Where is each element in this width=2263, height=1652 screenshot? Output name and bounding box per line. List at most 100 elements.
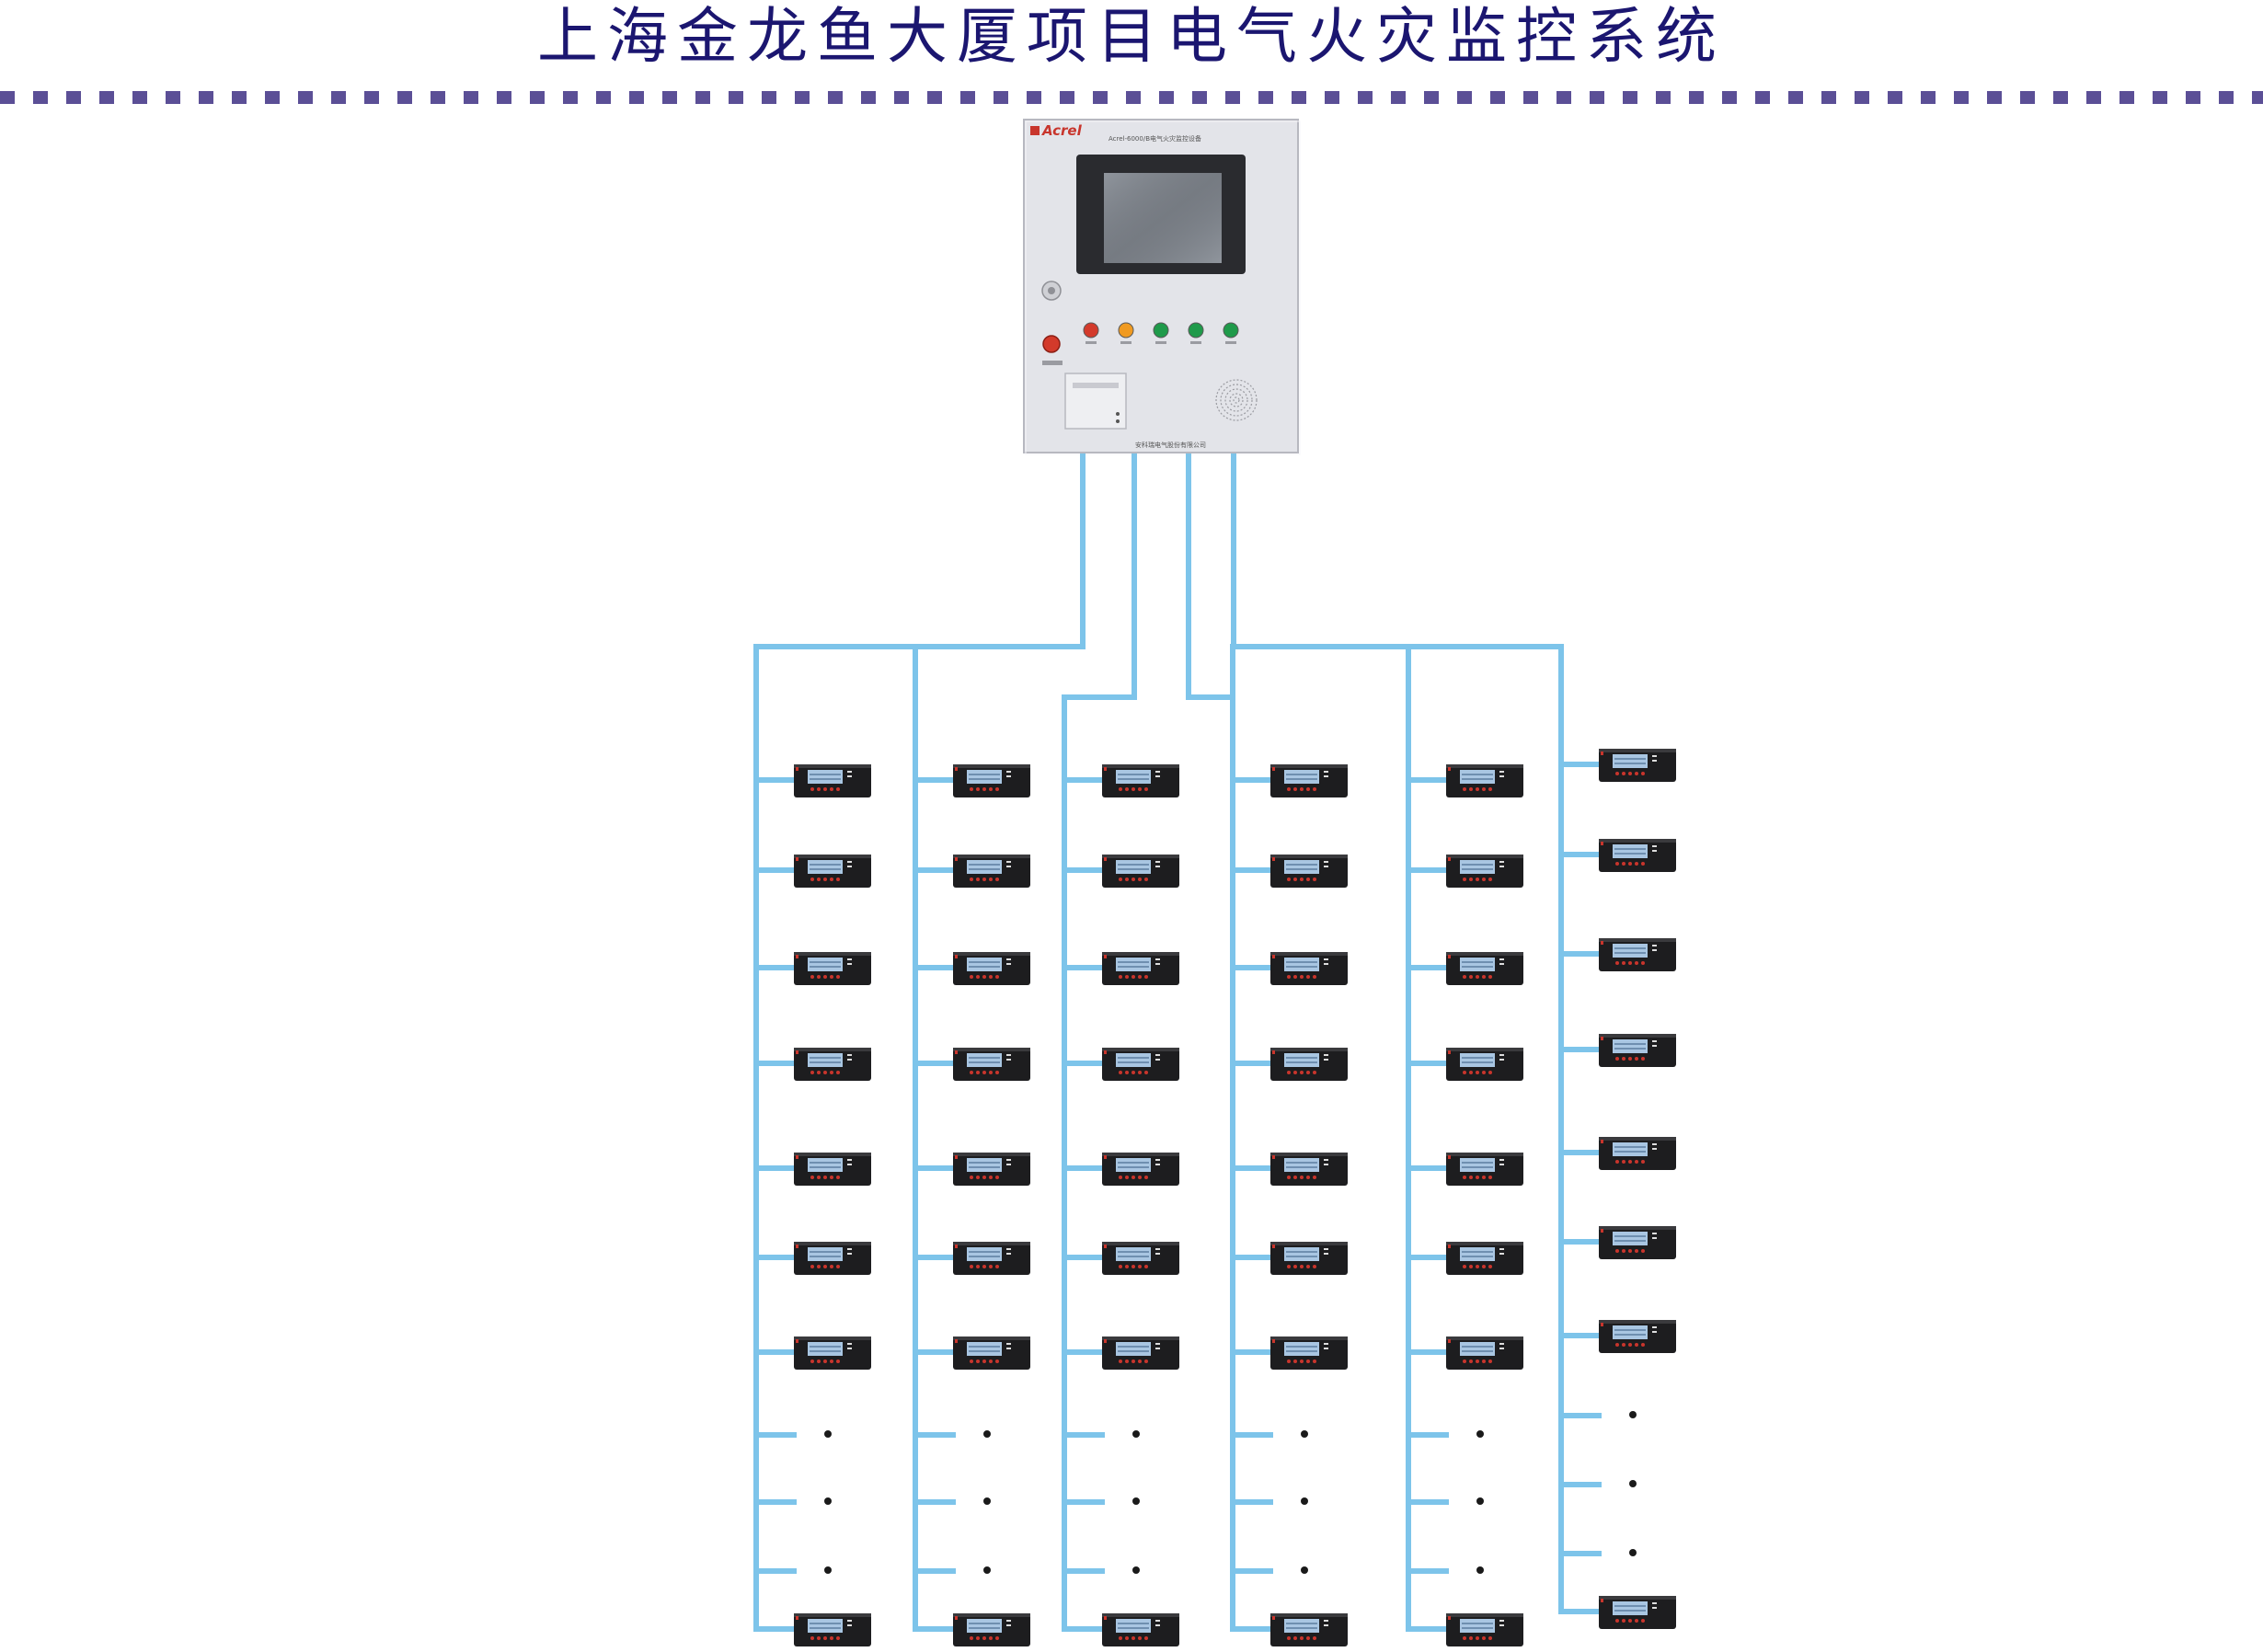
device-key-icon — [1622, 1343, 1625, 1347]
device-status — [1006, 1624, 1011, 1626]
device-accent — [796, 1050, 798, 1054]
device-key-icon — [995, 787, 999, 791]
device-key-icon — [995, 878, 999, 881]
device-status — [1006, 958, 1011, 960]
device-screen-line — [1462, 1057, 1493, 1059]
device-key-icon — [1488, 878, 1492, 881]
device-key-icon — [1300, 878, 1304, 881]
monitor-device — [953, 1613, 1030, 1646]
lamp-label-mark — [1086, 341, 1097, 344]
divider-dash — [1060, 91, 1074, 104]
device-key-icon — [1144, 1359, 1148, 1363]
device-status — [1324, 1054, 1328, 1056]
device-key-icon — [1488, 1359, 1492, 1363]
device-key-icon — [1622, 772, 1625, 775]
device-status — [1652, 845, 1657, 847]
device-key-icon — [1635, 862, 1638, 866]
touch-screen[interactable] — [1076, 155, 1246, 274]
key-switch[interactable] — [1041, 281, 1062, 301]
device-screen-line — [1462, 1256, 1493, 1257]
device-accent — [1104, 955, 1107, 958]
device-screen-line — [1118, 1061, 1149, 1063]
device-key-icon — [1476, 1636, 1479, 1640]
monitoring-host-panel[interactable]: Acrel Acrel-6000/B电气火灾监控设备 安科瑞 — [1023, 119, 1301, 455]
device-screen-line — [1286, 1350, 1317, 1352]
device-key-icon — [970, 1636, 973, 1640]
device-key-icon — [976, 1359, 980, 1363]
device-screen-line — [969, 778, 1000, 780]
device-status — [1324, 1348, 1328, 1349]
device-key-icon — [1125, 1071, 1129, 1074]
device-key-icon — [982, 1636, 986, 1640]
device-screen-line — [1614, 1240, 1646, 1242]
device-status — [1499, 1624, 1504, 1626]
device-status — [1499, 1054, 1504, 1056]
device-key-icon — [976, 1636, 980, 1640]
device-screen-line — [969, 1350, 1000, 1352]
divider-dash — [2020, 91, 2035, 104]
printer-icon[interactable] — [1064, 373, 1127, 430]
device-screen-line — [1286, 1627, 1317, 1629]
device-screen — [1613, 1142, 1648, 1156]
device-key-icon — [970, 975, 973, 979]
divider-dash — [1358, 91, 1373, 104]
indicator-lamp-icon — [1153, 322, 1169, 338]
device-status — [1652, 1143, 1657, 1145]
device-screen — [1116, 1342, 1151, 1356]
device-status — [1155, 866, 1160, 867]
device-screen — [1460, 1053, 1495, 1067]
device-status — [1155, 1248, 1160, 1250]
device-key-icon — [1469, 1176, 1473, 1179]
device-key-icon — [1635, 961, 1638, 965]
device-key-icon — [1463, 1176, 1466, 1179]
device-key-icon — [1615, 961, 1619, 965]
divider-dash — [0, 91, 15, 104]
device-screen-line — [1614, 947, 1646, 949]
device-screen — [1284, 1247, 1319, 1261]
device-status — [1499, 1343, 1504, 1345]
device-accent — [1272, 1155, 1275, 1159]
device-accent — [796, 955, 798, 958]
device-bezel — [1446, 1242, 1523, 1245]
device-accent — [1104, 1616, 1107, 1620]
reset-button[interactable] — [1042, 335, 1063, 365]
device-status — [1006, 963, 1011, 965]
device-screen — [1613, 1039, 1648, 1053]
device-key-icon — [1293, 1359, 1297, 1363]
device-key-icon — [836, 1265, 840, 1268]
device-status — [1006, 775, 1011, 777]
device-accent — [955, 767, 958, 771]
device-key-icon — [823, 1265, 827, 1268]
ellipsis-dot — [1301, 1566, 1308, 1574]
device-key-icon — [1300, 1071, 1304, 1074]
device-key-icon — [1144, 878, 1148, 881]
device-screen-line — [810, 1162, 841, 1164]
device-screen — [967, 770, 1002, 784]
device-key-icon — [1144, 1265, 1148, 1268]
device-status — [1155, 1159, 1160, 1161]
device-status — [1006, 1159, 1011, 1161]
device-key-icon — [989, 1359, 993, 1363]
device-screen — [1613, 1232, 1648, 1245]
device-key-icon — [1144, 1176, 1148, 1179]
device-accent — [1448, 1616, 1451, 1620]
divider-dash — [1557, 91, 1571, 104]
device-key-icon — [995, 1176, 999, 1179]
device-key-icon — [1119, 1071, 1122, 1074]
device-accent — [1272, 955, 1275, 958]
monitor-device — [1599, 1320, 1676, 1353]
device-key-icon — [1488, 1071, 1492, 1074]
device-screen-line — [1118, 1623, 1149, 1624]
device-accent — [1104, 857, 1107, 861]
device-key-icon — [1119, 787, 1122, 791]
monitor-device — [794, 1337, 871, 1370]
divider-dash — [662, 91, 677, 104]
device-status — [1006, 1348, 1011, 1349]
monitor-device — [1102, 1153, 1179, 1186]
device-status — [1006, 1059, 1011, 1061]
device-accent — [955, 955, 958, 958]
speaker-ring — [1224, 388, 1248, 412]
device-key-icon — [1628, 1057, 1632, 1061]
device-accent — [1601, 1140, 1603, 1143]
